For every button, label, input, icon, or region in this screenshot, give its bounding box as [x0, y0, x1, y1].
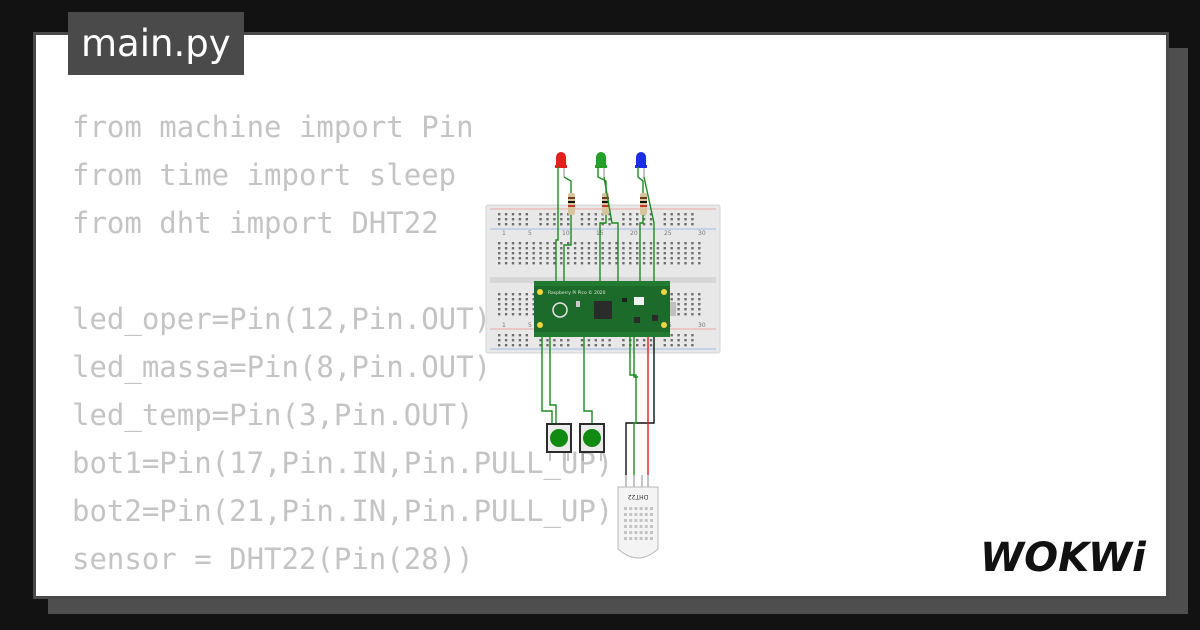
bb-col-number: 5 [528, 230, 532, 237]
led-red [555, 152, 567, 177]
bb-col-number: 10 [562, 230, 570, 237]
code-line: led_oper=Pin(12,Pin.OUT) [72, 302, 492, 336]
code-line: bot1=Pin(17,Pin.IN,Pin.PULL_UP) [72, 446, 614, 480]
code-line: led_massa=Pin(8,Pin.OUT) [72, 350, 492, 384]
pico-label: Raspberry Pi Pico © 2020 [548, 289, 606, 296]
code-line: from machine import Pin [72, 110, 474, 144]
wokwi-logo-text: WOKWi [980, 535, 1147, 581]
resistor [640, 193, 647, 215]
bb-col-number: 20 [630, 230, 638, 237]
code-line: led_temp=Pin(3,Pin.OUT) [72, 398, 474, 432]
code-line: from dht import DHT22 [72, 206, 439, 240]
bb-col-number: 30 [698, 322, 706, 329]
dht22-sensor: DHT22 [617, 475, 659, 559]
raspberry-logo-icon [552, 302, 568, 318]
led-green [595, 152, 607, 177]
bb-col-number: 1 [502, 322, 506, 329]
circuit-diagram: 1 5 10 15 20 25 30 1 5 10 15 20 25 30 [485, 152, 721, 559]
bb-col-number: 5 [528, 322, 532, 329]
push-button [546, 423, 572, 461]
code-line: bot2=Pin(21,Pin.IN,Pin.PULL_UP) [72, 494, 614, 528]
sensor-label: DHT22 [628, 493, 649, 500]
bb-col-number: 30 [698, 230, 706, 237]
push-button [579, 423, 605, 461]
wokwi-logo: WOKWi [980, 535, 1147, 581]
bb-col-number: 25 [664, 230, 672, 237]
file-tab[interactable]: main.py [68, 12, 244, 75]
code-line: sensor = DHT22(Pin(28)) [72, 542, 474, 576]
pico-board: Raspberry Pi Pico © 2020 [534, 281, 676, 337]
code-line: from time import sleep [72, 158, 457, 192]
wires [541, 167, 655, 475]
bb-col-number: 1 [502, 230, 506, 237]
led-blue [635, 152, 647, 177]
code-preview: from machine import Pin from time import … [72, 103, 613, 583]
resistor [568, 193, 575, 215]
project-card: from machine import Pin from time import … [33, 32, 1169, 599]
